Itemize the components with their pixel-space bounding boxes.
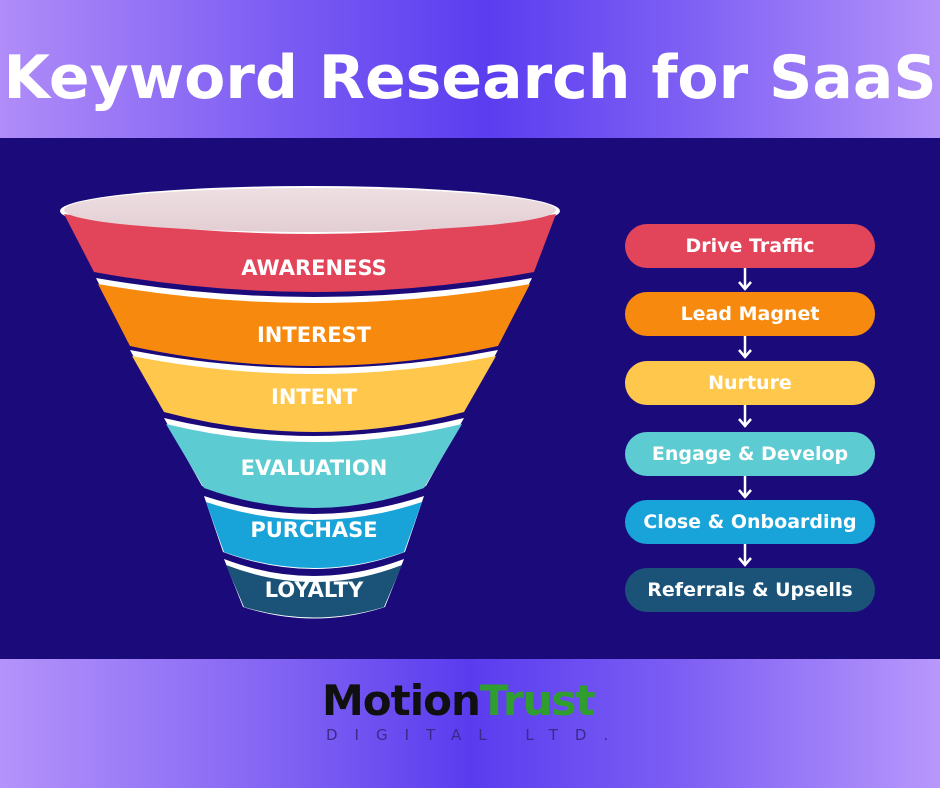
company-logo: MotionTrust DIGITAL LTD. [322, 677, 618, 747]
step-lead-magnet: Lead Magnet [625, 292, 875, 336]
step-engage-develop: Engage & Develop [625, 432, 875, 476]
funnel-diagram: AWARENESS INTEREST INTENT EVALUATION PUR… [60, 186, 560, 619]
title-banner [0, 0, 940, 138]
funnel-stage-awareness [64, 214, 556, 292]
down-arrow-icon [737, 405, 753, 429]
logo-part2: Trust [479, 676, 596, 725]
footer-banner [0, 659, 940, 788]
stage-label-loyalty: LOYALTY [265, 578, 364, 602]
funnel-stage-interest [98, 284, 530, 366]
down-arrow-icon [737, 336, 753, 360]
funnel-stage-evaluation [166, 424, 462, 508]
funnel-stage-intent [132, 356, 496, 432]
stage-label-purchase: PURCHASE [250, 518, 377, 542]
logo-wordmark: MotionTrust [322, 676, 596, 725]
funnel-stage-loyalty-fill [226, 565, 402, 618]
step-referrals-upsells: Referrals & Upsells [625, 568, 875, 612]
stage-label-awareness: AWARENESS [241, 256, 387, 280]
down-arrow-icon [737, 476, 753, 500]
funnel-stage-purchase [206, 502, 422, 568]
step-close-onboarding: Close & Onboarding [625, 500, 875, 544]
page-title: Keyword Research for SaaS [3, 43, 937, 113]
logo-part1: Motion [322, 676, 481, 725]
stage-label-intent: INTENT [271, 385, 358, 409]
down-arrow-icon [737, 544, 753, 568]
stage-label-interest: INTEREST [257, 323, 372, 347]
funnel-rim [64, 188, 556, 232]
step-nurture: Nurture [625, 361, 875, 405]
logo-tagline: DIGITAL LTD. [326, 726, 626, 744]
step-drive-traffic: Drive Traffic [625, 224, 875, 268]
down-arrow-icon [737, 268, 753, 292]
stage-label-evaluation: EVALUATION [241, 456, 388, 480]
